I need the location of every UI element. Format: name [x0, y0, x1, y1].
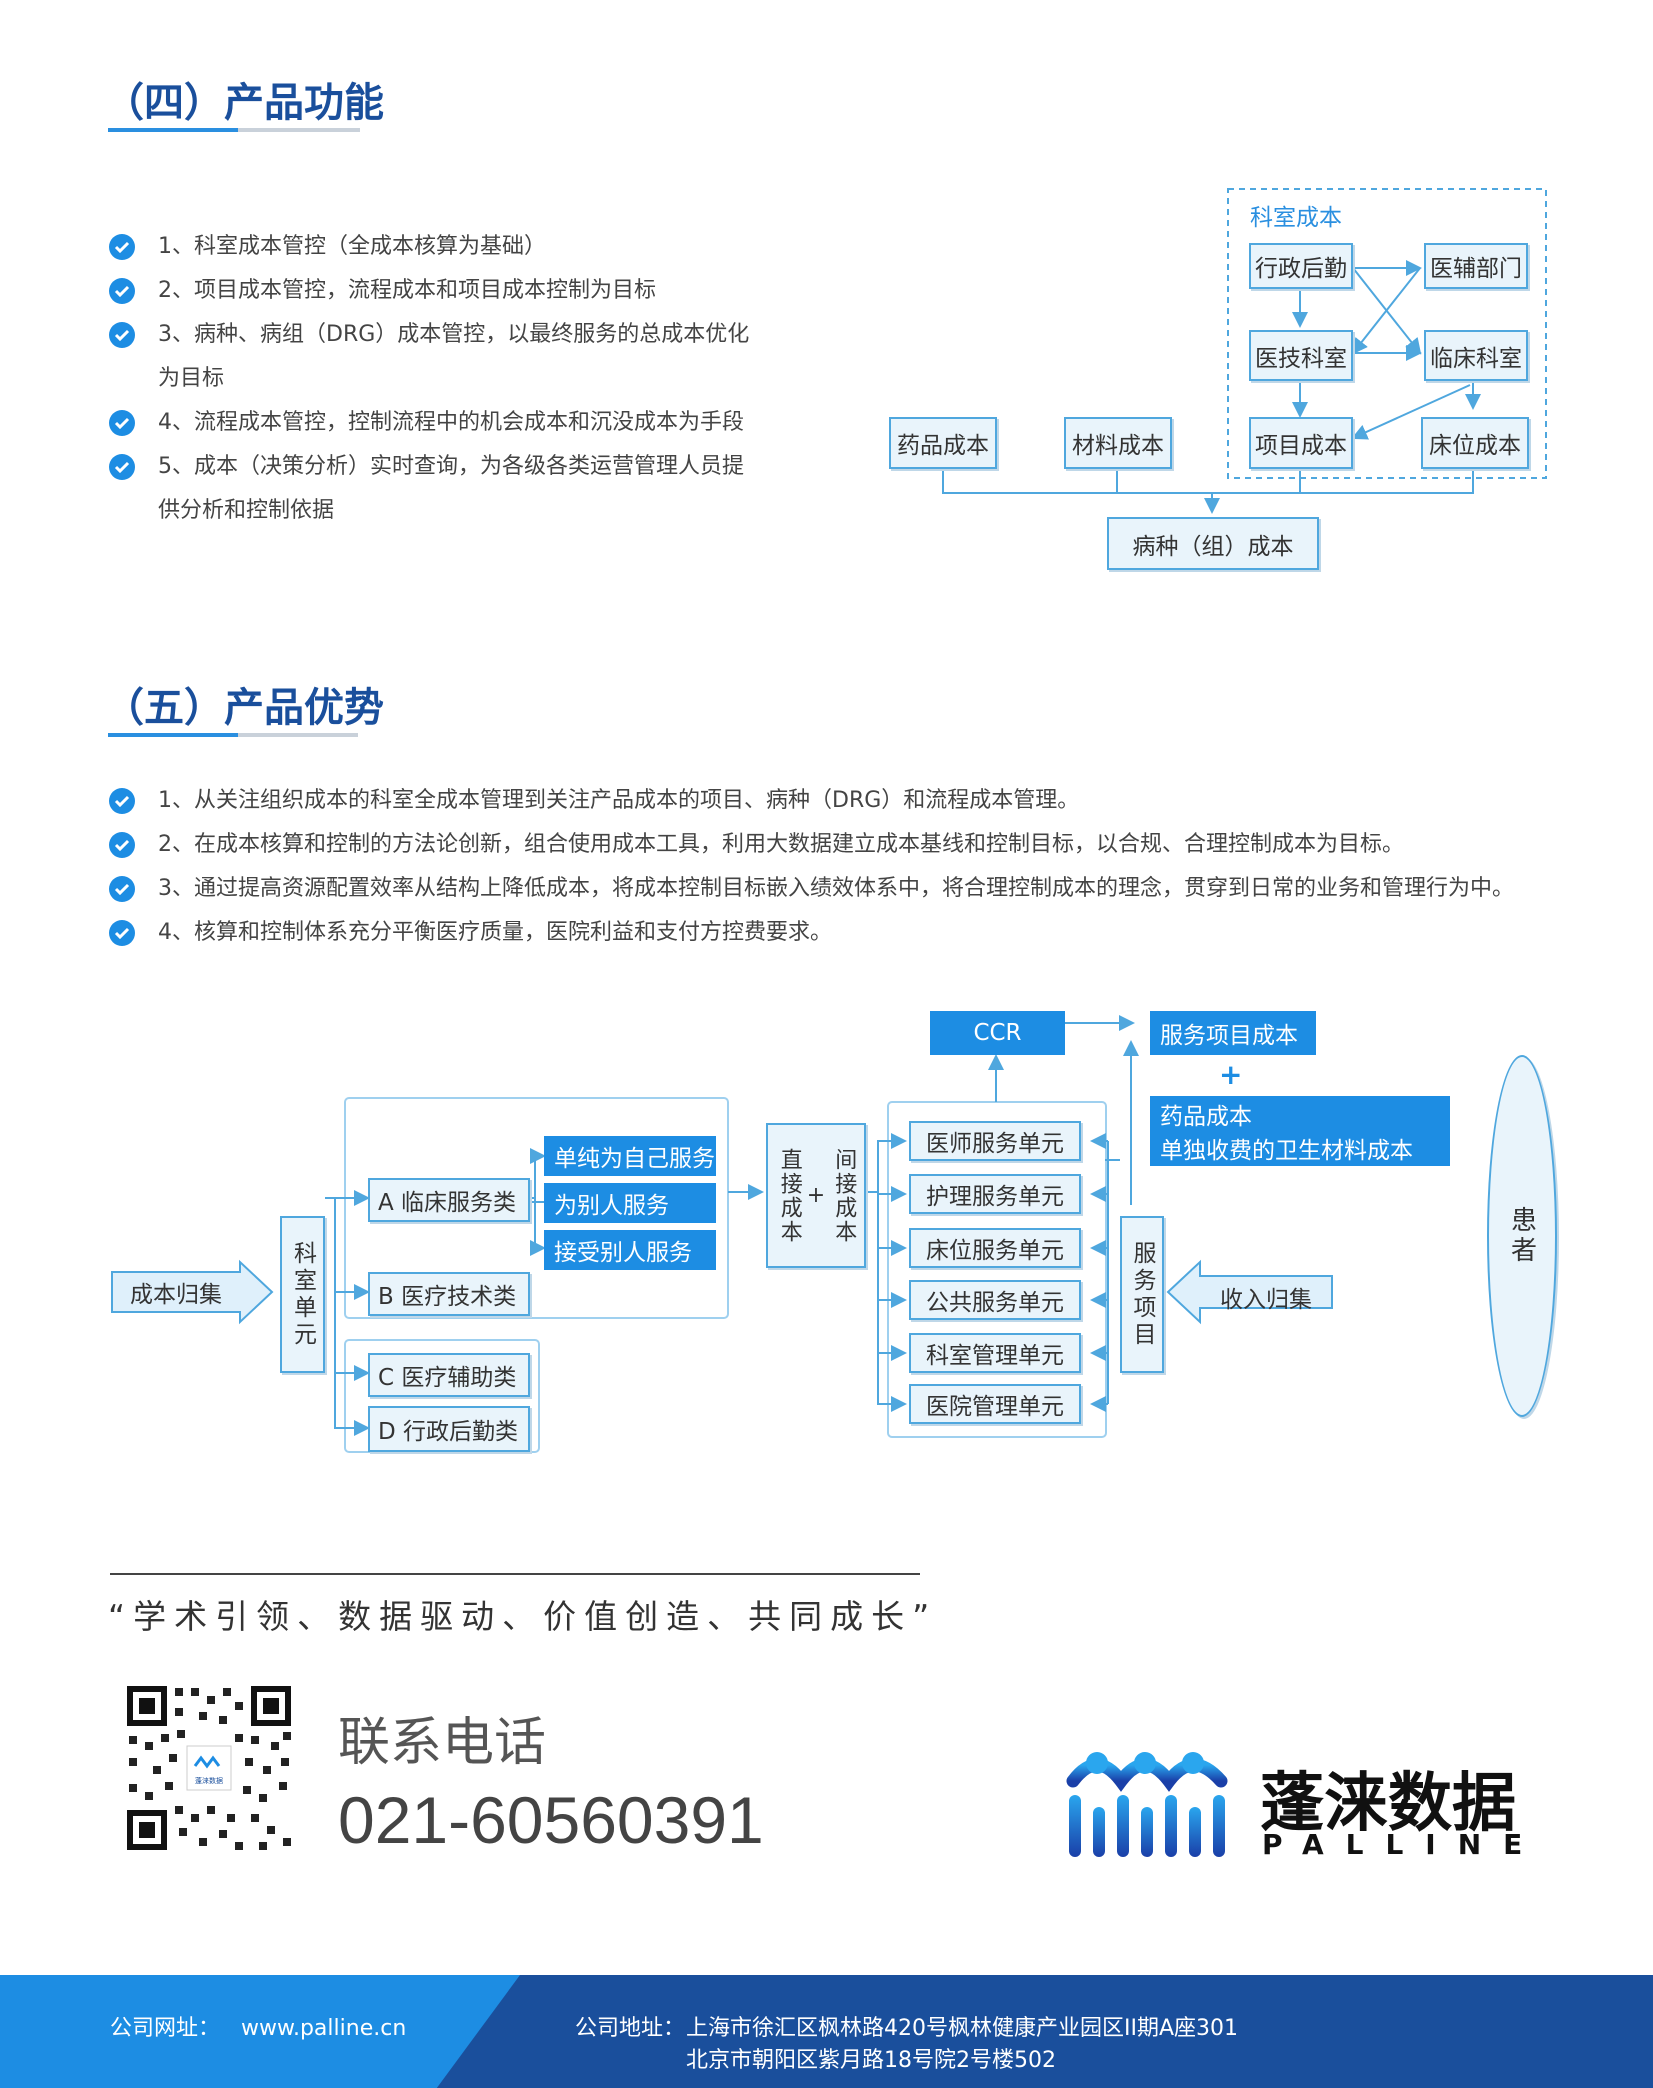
- service-unit: 科室管理单元: [909, 1333, 1081, 1373]
- category-d-box: D 行政后勤类: [368, 1406, 530, 1452]
- patient-label: 患者: [1506, 1206, 1537, 1266]
- check-icon: [109, 876, 135, 902]
- medtech-box: 医技科室: [1249, 330, 1353, 381]
- section4-underline: [108, 128, 360, 132]
- drug-cost-line: 药品成本: [1160, 1104, 1252, 1130]
- check-icon: [109, 454, 135, 480]
- drug-material-box: 药品成本 单独收费的卫生材料成本: [1150, 1096, 1450, 1166]
- check-icon: [109, 278, 135, 304]
- qr-logo-text: 蓬涞数据: [195, 1777, 223, 1785]
- dept-unit-box: 科室单元: [280, 1216, 325, 1373]
- list-item: 1、从关注组织成本的科室全成本管理到关注产品成本的项目、病种（DRG）和流程成本…: [158, 788, 1080, 813]
- service-item-box: 服务项目: [1120, 1216, 1164, 1373]
- service-unit: 床位服务单元: [909, 1228, 1081, 1268]
- service-others-box: 为别人服务: [544, 1183, 716, 1223]
- list-item: 5、成本（决策分析）实时查询，为各级各类运营管理人员提: [158, 454, 744, 479]
- website-link[interactable]: www.palline.cn: [241, 2016, 407, 2041]
- qr-code: 蓬涞数据: [123, 1682, 295, 1854]
- aux-box: 医辅部门: [1424, 243, 1528, 289]
- service-receive-box: 接受别人服务: [544, 1230, 716, 1270]
- list-item: 1、科室成本管控（全成本核算为基础）: [158, 234, 546, 259]
- direct-indirect-box: 直接成本 + 间接成本: [766, 1123, 866, 1268]
- list-item: 2、在成本核算和控制的方法论创新，组合使用成本工具，利用大数据建立成本基线和控制…: [158, 832, 1405, 857]
- income-collect-label: 收入归集: [1220, 1287, 1312, 1313]
- service-unit: 公共服务单元: [909, 1280, 1081, 1320]
- brand-name-cn: 蓬涞数据: [1260, 1767, 1516, 1841]
- address-label: 公司地址：: [575, 2016, 686, 2041]
- brand-name-en: PALLINE: [1262, 1828, 1545, 1861]
- category-c-box: C 医疗辅助类: [368, 1353, 530, 1397]
- list-item: 供分析和控制依据: [158, 498, 335, 523]
- drug-cost-box: 药品成本: [889, 417, 997, 469]
- list-item: 4、核算和控制体系充分平衡医疗质量，医院利益和支付方控费要求。: [158, 920, 832, 945]
- address-line-2: 北京市朝阳区紫月路18号院2号楼502: [686, 2048, 1056, 2073]
- website-label: 公司网址：: [110, 2016, 221, 2041]
- direct-cost-label: 直接成本: [776, 1147, 802, 1244]
- check-icon: [109, 832, 135, 858]
- material-cost-line: 单独收费的卫生材料成本: [1160, 1138, 1413, 1164]
- diagram-connectors: [942, 188, 1547, 514]
- clinical-box: 临床科室: [1424, 330, 1528, 381]
- address-line-1: 上海市徐汇区枫林路420号枫林健康产业园区II期A座301: [686, 2016, 1239, 2041]
- material-cost-box: 材料成本: [1064, 417, 1172, 469]
- section5-underline: [108, 733, 358, 737]
- section5-title: （五）产品优势: [104, 685, 384, 731]
- service-unit: 医师服务单元: [909, 1121, 1081, 1161]
- admin-box: 行政后勤: [1249, 243, 1353, 289]
- service-item-cost-box: 服务项目成本: [1150, 1011, 1316, 1055]
- slogan-quote: “学术引领、数据驱动、价值创造、共同成长”: [108, 1597, 938, 1636]
- phone-number: 021-60560391: [338, 1783, 764, 1857]
- brand-logo-mark: [1063, 1745, 1233, 1863]
- contact-label: 联系电话: [338, 1713, 547, 1773]
- service-unit: 医院管理单元: [909, 1384, 1081, 1424]
- check-icon: [109, 788, 135, 814]
- project-cost-box: 项目成本: [1249, 417, 1353, 469]
- cost-collect-label: 成本归集: [130, 1282, 222, 1308]
- list-item: 3、通过提高资源配置效率从结构上降低成本，将成本控制目标嵌入绩效体系中，将合理控…: [158, 876, 1515, 901]
- disease-cost-box: 病种（组）成本: [1107, 517, 1319, 570]
- plus-sign: +: [806, 1183, 826, 1208]
- footer-accent: [0, 1975, 520, 2088]
- list-item: 为目标: [158, 366, 225, 391]
- bed-cost-box: 床位成本: [1421, 417, 1529, 469]
- list-item: 3、病种、病组（DRG）成本管控，以最终服务的总成本优化: [158, 322, 750, 347]
- group-label: 科室成本: [1250, 205, 1342, 231]
- category-a-box: A 临床服务类: [368, 1178, 530, 1222]
- section4-title: （四）产品功能: [104, 80, 384, 126]
- flow-connectors: [111, 1015, 1333, 1453]
- list-item: 2、项目成本管控，流程成本和项目成本控制为目标: [158, 278, 656, 303]
- check-icon: [109, 234, 135, 260]
- check-icon: [109, 410, 135, 436]
- check-icon: [109, 920, 135, 946]
- ccr-box: CCR: [930, 1011, 1065, 1055]
- service-self-box: 单纯为自己服务: [544, 1136, 716, 1176]
- website-row: 公司网址： www.palline.cn: [110, 2010, 406, 2042]
- check-icon: [109, 322, 135, 348]
- plus-sign: +: [1219, 1058, 1243, 1091]
- list-item: 4、流程成本管控，控制流程中的机会成本和沉没成本为手段: [158, 410, 744, 435]
- category-b-box: B 医疗技术类: [368, 1272, 530, 1316]
- patient-ellipse: 患者: [1487, 1055, 1557, 1417]
- service-unit: 护理服务单元: [909, 1174, 1081, 1214]
- indirect-cost-label: 间接成本: [831, 1147, 857, 1244]
- quote-divider: [110, 1573, 920, 1575]
